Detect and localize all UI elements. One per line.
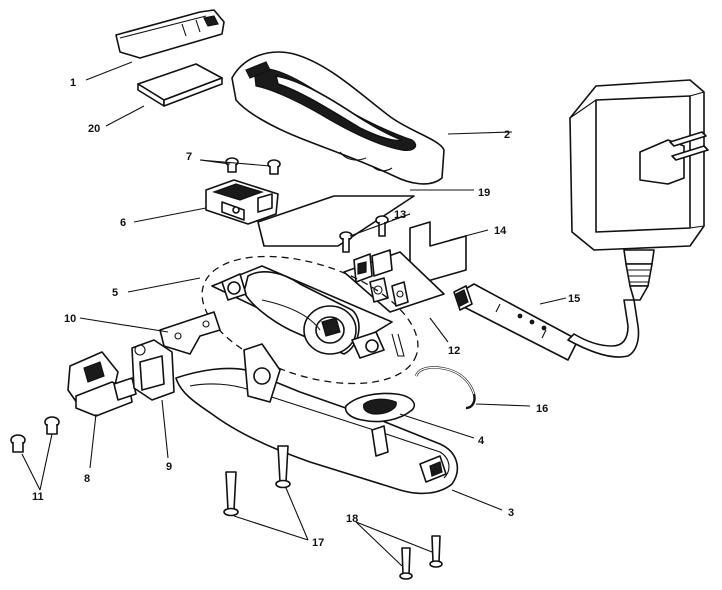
- part-2-housing-top-cover: [231, 51, 445, 185]
- callout-12: 12: [448, 345, 460, 357]
- callout-16: 16: [536, 403, 548, 415]
- callout-1: 1: [70, 77, 76, 89]
- part-18-short-screws: [399, 535, 443, 580]
- part-16-spring-wire: [414, 366, 476, 410]
- callout-18: 18: [346, 513, 358, 525]
- part-20-foam-pad: [137, 63, 223, 107]
- ac-adapter: [569, 79, 709, 301]
- part-11-screws: [10, 416, 60, 453]
- part-1-top-cap: [115, 9, 225, 59]
- part-12-circuit-board: [343, 249, 445, 313]
- part-10-insulator-plate: [159, 311, 221, 355]
- callout-4: 4: [478, 435, 485, 447]
- callout-5: 5: [112, 287, 118, 299]
- part-17-long-screws: [223, 445, 291, 517]
- callout-7: 7: [186, 151, 192, 163]
- part-7-screws: [225, 157, 281, 175]
- part-6-bracket: [205, 179, 279, 225]
- callout-15: 15: [568, 293, 580, 305]
- callout-20: 20: [88, 123, 100, 135]
- part-3-housing-bottom: [175, 343, 459, 495]
- callout-numbers: 1 20 2 7 6 19 13 14 5 10 12 15 16 4 3 8 …: [32, 77, 580, 549]
- part-13-screws: [339, 215, 389, 253]
- callout-13: 13: [394, 209, 406, 221]
- callout-3: 3: [508, 507, 514, 519]
- callout-11: 11: [32, 491, 44, 503]
- callout-19: 19: [478, 187, 490, 199]
- callout-8: 8: [84, 473, 90, 485]
- callout-14: 14: [494, 225, 507, 237]
- part-15-charging-cord: [453, 283, 640, 361]
- callout-9: 9: [166, 461, 172, 473]
- part-4-switch-button: [344, 392, 416, 423]
- part-8-battery-clip: [67, 351, 137, 417]
- callout-10: 10: [64, 313, 76, 325]
- leader-lines: [21, 61, 567, 567]
- part-9-contact-plate: [131, 339, 175, 401]
- callout-2: 2: [504, 129, 510, 141]
- callout-17: 17: [312, 537, 324, 549]
- part-5-motor-assembly: [201, 255, 419, 385]
- callout-6: 6: [120, 217, 126, 229]
